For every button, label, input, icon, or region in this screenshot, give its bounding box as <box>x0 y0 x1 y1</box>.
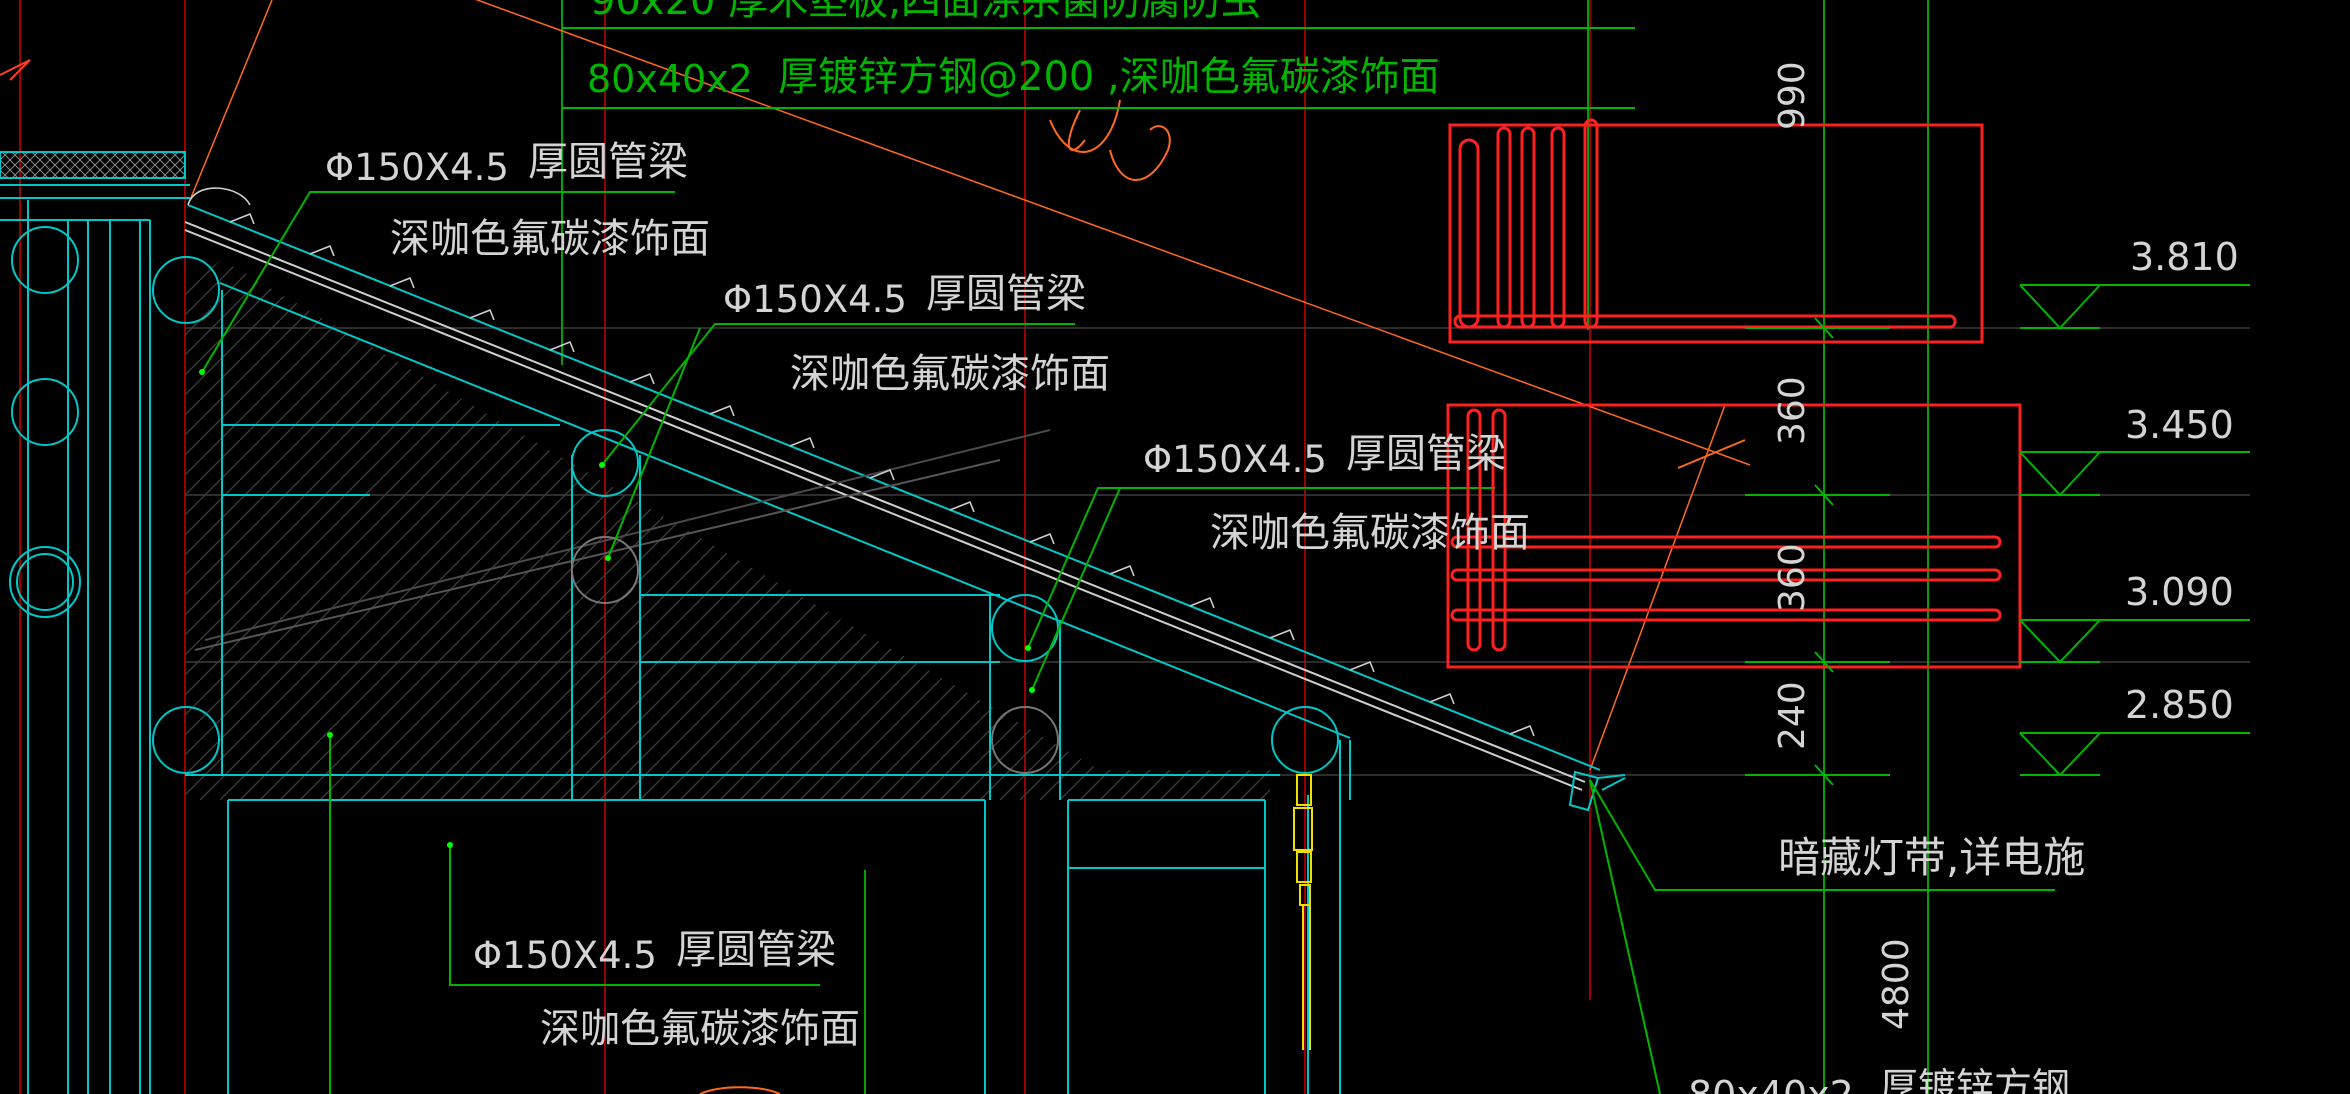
beam-finish: 深咖色氟碳漆饰面 <box>390 216 710 262</box>
tube-beam-section <box>571 536 639 604</box>
elevation-3450: 3.450 <box>2125 403 2234 447</box>
eave-detail <box>1568 770 1626 812</box>
highlight-box-upper <box>1448 118 1984 344</box>
dim-360-upper: 360 <box>1772 376 1813 445</box>
beam-spec: Φ150X4.5 <box>325 146 509 189</box>
dimension-ticks <box>1745 317 1890 786</box>
beam-name: 厚圆管梁 <box>926 271 1086 317</box>
tube-beams <box>152 256 1339 774</box>
dim-360-lower: 360 <box>1772 543 1813 612</box>
tube-beam-section <box>571 429 639 497</box>
sketch-marks <box>699 99 1171 1094</box>
beam-spec: Φ150X4.5 <box>1143 438 1327 481</box>
leader-dots <box>199 369 1035 848</box>
bottom-partial-note: 80x40x2 厚镀锌方钢 <box>1688 1065 2070 1094</box>
beam-finish: 深咖色氟碳漆饰面 <box>790 351 1110 397</box>
beam-finish: 深咖色氟碳漆饰面 <box>540 1006 860 1052</box>
orange-guide-line <box>475 0 1751 466</box>
roof-tiles <box>187 187 1535 737</box>
tube-beam-section <box>152 256 220 324</box>
dim-4800: 4800 <box>1876 938 1917 1030</box>
tube-beam-section <box>1271 706 1339 774</box>
orange-cross <box>1677 439 1746 469</box>
beam-label-1: Φ150X4.5 厚圆管梁 深咖色氟碳漆饰面 <box>325 139 710 262</box>
top-note-partial: 90x20 厚木垫板,四面涂杀菌防腐防虫 <box>590 0 1261 24</box>
dim-990: 990 <box>1772 61 1813 130</box>
roof-hatch-fill <box>185 260 1270 800</box>
tube-beam-section <box>991 706 1059 774</box>
beam-finish: 深咖色氟碳漆饰面 <box>1210 510 1530 556</box>
beam-label-2: Φ150X4.5 厚圆管梁 深咖色氟碳漆饰面 <box>723 271 1110 397</box>
elevation-2850: 2.850 <box>2125 683 2234 727</box>
beam-label-3: Φ150X4.5 厚圆管梁 深咖色氟碳漆饰面 <box>1143 431 1530 556</box>
bottom-steel-size: 80x40x2 <box>1688 1073 1854 1094</box>
elevation-labels: 3.810 3.450 3.090 2.850 <box>2125 235 2239 727</box>
beam-spec: Φ150X4.5 <box>723 278 907 321</box>
orange-guide-line-3 <box>1589 404 1726 771</box>
timber-frame <box>185 290 1351 1094</box>
steel-size-note: 80x40x2 <box>587 57 753 101</box>
roof-slope <box>184 204 1601 791</box>
left-wall-section <box>0 59 190 1094</box>
beam-label-4: Φ150X4.5 厚圆管梁 深咖色氟碳漆饰面 <box>473 927 860 1052</box>
top-notes: 90x20 厚木垫板,四面涂杀菌防腐防虫 80x40x2 厚镀锌方钢@200 ,… <box>587 0 1440 101</box>
elevation-markers <box>2019 284 2250 777</box>
light-fixture <box>1293 774 1313 1050</box>
highlight-box-lower <box>1446 403 2022 669</box>
dimension-labels: 990 360 360 240 4800 <box>1772 61 1917 1030</box>
bottom-steel-desc: 厚镀锌方钢 <box>1880 1065 2070 1094</box>
light-strip-note: 暗藏灯带,详电施 <box>1778 833 2085 882</box>
tube-beam-section <box>152 706 220 774</box>
orange-guide-line-2 <box>189 0 273 201</box>
beam-name: 厚圆管梁 <box>676 927 836 973</box>
elevation-3810: 3.810 <box>2130 235 2239 279</box>
leader-lines <box>201 27 2055 1094</box>
beam-name: 厚圆管梁 <box>528 139 688 185</box>
beam-name: 厚圆管梁 <box>1346 431 1506 477</box>
steel-desc-note: 厚镀锌方钢@200 ,深咖色氟碳漆饰面 <box>778 54 1440 100</box>
beam-spec: Φ150X4.5 <box>473 934 657 977</box>
elevation-3090: 3.090 <box>2125 570 2234 614</box>
dim-240: 240 <box>1772 681 1813 750</box>
